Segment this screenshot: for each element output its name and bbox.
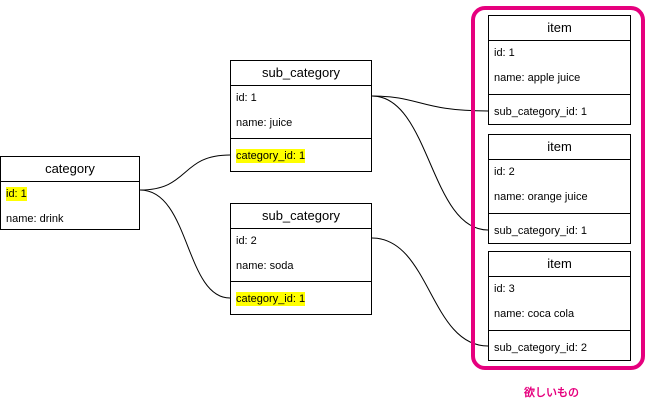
sub-category-1-id-field: id: 1 (236, 92, 257, 104)
item-table-3[interactable]: item id: 3 name: coca cola sub_category_… (488, 251, 631, 361)
item-table-2[interactable]: item id: 2 name: orange juice sub_catego… (488, 134, 631, 244)
sub-category-2-id-field: id: 2 (236, 235, 257, 247)
sub-category-2-name-field: name: soda (236, 260, 294, 272)
item-1-fk-field: sub_category_id: 1 (494, 106, 587, 118)
item-1-divider (489, 94, 630, 95)
connector-category-sub2 (139, 189, 231, 299)
item-2-id-field: id: 2 (494, 166, 515, 178)
item-3-id-field: id: 3 (494, 283, 515, 295)
item-2-name-field: name: orange juice (494, 191, 588, 203)
item-3-divider (489, 330, 630, 331)
item-1-title: item (489, 16, 630, 41)
category-table[interactable]: category id: 1 name: drink (0, 156, 140, 230)
sub-category-1-name-field: name: juice (236, 117, 293, 129)
connector-category-sub1 (139, 154, 231, 191)
item-2-title: item (489, 135, 630, 160)
item-2-fk-field: sub_category_id: 1 (494, 225, 587, 237)
sub-category-1-fk-field: category_id: 1 (236, 149, 306, 163)
category-title: category (1, 157, 139, 182)
item-2-divider (489, 213, 630, 214)
item-3-title: item (489, 252, 630, 277)
sub-category-2-title: sub_category (231, 204, 371, 229)
sub-category-table-1[interactable]: sub_category id: 1 name: juice category_… (230, 60, 372, 172)
sub-category-2-fk-field: category_id: 1 (236, 292, 306, 306)
item-1-id-field: id: 1 (494, 47, 515, 59)
category-name-field: name: drink (6, 213, 64, 225)
category-id-field: id: 1 (6, 187, 27, 201)
sub-category-table-2[interactable]: sub_category id: 2 name: soda category_i… (230, 203, 372, 315)
sub-category-1-divider (231, 138, 371, 139)
item-3-fk-field: sub_category_id: 2 (494, 342, 587, 354)
desired-items-label: 欲しいもの (524, 387, 579, 399)
connector-sub1-item2 (371, 95, 489, 231)
item-table-1[interactable]: item id: 1 name: apple juice sub_categor… (488, 15, 631, 125)
connector-sub1-item1 (371, 95, 489, 112)
item-1-name-field: name: apple juice (494, 72, 581, 84)
desired-items-selection (471, 6, 645, 370)
sub-category-1-title: sub_category (231, 61, 371, 86)
sub-category-2-divider (231, 281, 371, 282)
item-3-name-field: name: coca cola (494, 308, 575, 320)
connector-sub2-item3 (371, 237, 489, 347)
